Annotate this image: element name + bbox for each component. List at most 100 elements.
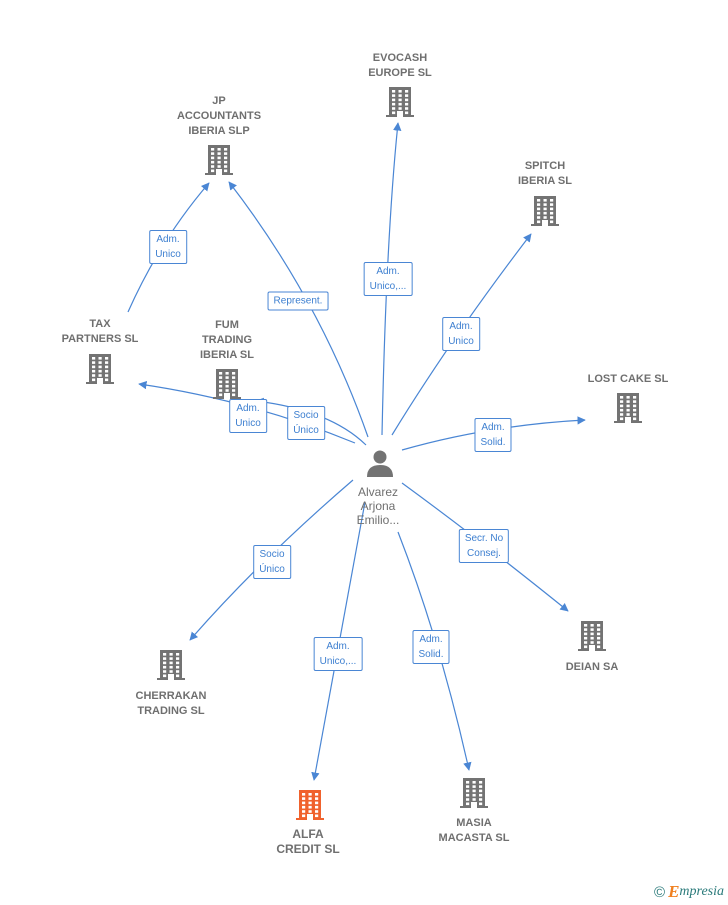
building-window <box>543 203 547 206</box>
building-window <box>543 207 547 211</box>
building-window <box>584 632 588 636</box>
building-window <box>302 797 306 800</box>
building-window <box>308 805 312 809</box>
company-name[interactable]: ALFA <box>292 827 324 841</box>
company-building-icon[interactable] <box>296 790 324 820</box>
building-window <box>211 160 215 164</box>
building-window <box>315 793 319 796</box>
building-window <box>219 372 223 375</box>
relation-label[interactable]: Adm.Unico <box>442 317 480 351</box>
building-door <box>168 674 174 680</box>
building-window <box>225 384 229 388</box>
company-building-icon[interactable] <box>213 369 241 399</box>
company-name[interactable]: JP <box>212 95 225 107</box>
relation-label[interactable]: Adm.Solid. <box>474 418 512 452</box>
relation-label[interactable]: Adm.Unico,... <box>363 262 413 296</box>
company-name[interactable]: EUROPE SL <box>368 67 432 79</box>
building-door <box>542 220 548 226</box>
building-window <box>590 636 594 640</box>
building-window <box>472 793 476 797</box>
building-window <box>584 624 588 627</box>
building-door <box>224 393 230 399</box>
company-name[interactable]: IBERIA SL <box>518 175 572 187</box>
building-window <box>211 156 215 160</box>
building-window <box>232 372 236 375</box>
building-window <box>537 203 541 206</box>
person-name[interactable]: Arjona <box>361 499 396 513</box>
company-name[interactable]: IBERIA SLP <box>188 125 249 137</box>
company-name[interactable]: TAX <box>89 318 111 330</box>
person-name[interactable]: Emilio... <box>357 513 400 527</box>
relation-label-line: Único <box>293 425 319 436</box>
building-window <box>633 417 637 421</box>
building-window <box>626 400 630 403</box>
relation-label-line: Adm. <box>326 641 350 652</box>
company-name[interactable]: TRADING SL <box>137 705 205 717</box>
building-window <box>302 801 306 805</box>
building-door <box>589 645 595 651</box>
building-window <box>219 389 223 392</box>
building-window <box>105 361 109 364</box>
relation-label[interactable]: Adm.Unico <box>229 399 267 433</box>
relation-label[interactable]: Adm.Solid. <box>412 630 450 664</box>
building-window <box>225 389 229 392</box>
person-icon[interactable] <box>367 450 393 478</box>
building-window <box>302 814 306 818</box>
building-window <box>211 165 215 168</box>
building-window <box>537 211 541 215</box>
building-window <box>211 148 215 151</box>
company-name[interactable]: FUM <box>215 319 239 331</box>
relation-label-line: Socio <box>293 410 319 421</box>
building-window <box>302 793 306 796</box>
relation-label[interactable]: Represent. <box>267 291 329 311</box>
company-name[interactable]: IBERIA SL <box>200 349 254 361</box>
building-window <box>479 785 483 788</box>
relation-edge <box>381 122 402 436</box>
company-building-icon[interactable] <box>614 393 642 423</box>
company-name[interactable]: ACCOUNTANTS <box>177 110 261 122</box>
company-name[interactable]: CREDIT SL <box>276 842 339 856</box>
building-window <box>537 199 541 202</box>
company-building-icon[interactable] <box>157 650 185 680</box>
company-name[interactable]: PARTNERS SL <box>62 333 139 345</box>
relation-label[interactable]: Adm.Unico <box>149 230 187 264</box>
company-name[interactable]: LOST CAKE SL <box>588 373 669 385</box>
building-window <box>232 384 236 388</box>
company-building-icon[interactable] <box>205 145 233 175</box>
building-window <box>590 632 594 636</box>
building-window <box>620 413 624 416</box>
empresia-watermark[interactable]: © E mpresia <box>654 882 724 901</box>
building-window <box>633 413 637 416</box>
building-window <box>405 102 409 106</box>
building-window <box>405 107 409 110</box>
company-building-icon[interactable] <box>386 87 414 117</box>
company-building-icon[interactable] <box>86 354 114 384</box>
building-window <box>169 657 173 660</box>
building-window <box>302 810 306 813</box>
person-name[interactable]: Alvarez <box>358 485 398 499</box>
company-name[interactable]: CHERRAKAN <box>136 690 207 702</box>
building-window <box>584 628 588 631</box>
company-name[interactable]: MACASTA SL <box>439 832 510 844</box>
building-window <box>169 653 173 656</box>
building-window <box>163 665 167 669</box>
building-window <box>211 152 215 155</box>
company-building-icon[interactable] <box>531 196 559 226</box>
company-building-icon[interactable] <box>460 778 488 808</box>
company-name[interactable]: MASIA <box>456 817 492 829</box>
relation-label-line: Unico,... <box>319 656 357 667</box>
company-name[interactable]: EVOCASH <box>373 52 427 64</box>
company-name[interactable]: DEIAN SA <box>566 661 619 673</box>
building-window <box>315 805 319 809</box>
company-name[interactable]: SPITCH <box>525 160 565 172</box>
building-window <box>590 624 594 627</box>
building-window <box>92 369 96 373</box>
relation-label[interactable]: Adm. Unico,... <box>313 637 363 671</box>
relation-label-line: Unico <box>448 336 474 347</box>
company-building-icon[interactable] <box>578 621 606 651</box>
building-window <box>217 165 221 168</box>
company-name[interactable]: TRADING <box>202 334 252 346</box>
